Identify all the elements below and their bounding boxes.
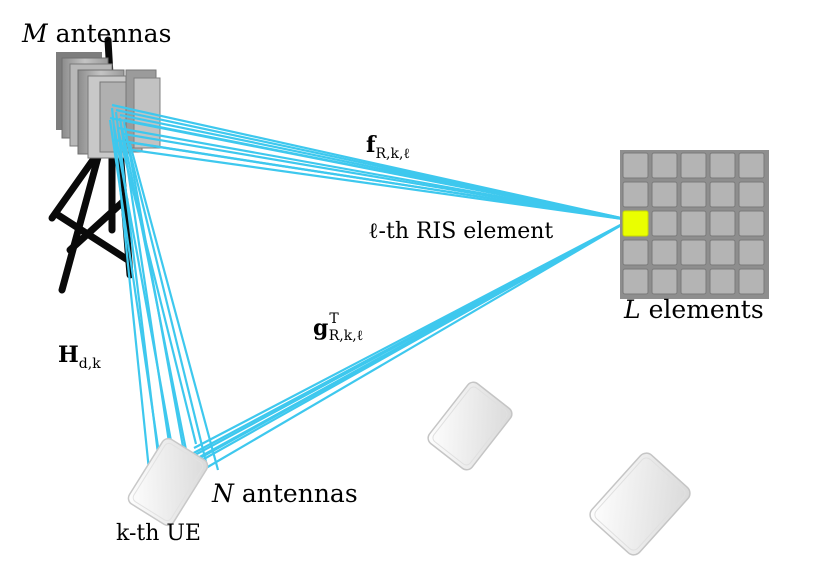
idle-ue-device-icon xyxy=(589,452,691,556)
ris-element xyxy=(709,239,736,266)
ris-element xyxy=(622,181,649,208)
ris-element xyxy=(738,181,765,208)
bs-ris-beam xyxy=(131,148,631,222)
channel-h-label: Hd,k xyxy=(58,342,101,372)
ris-element xyxy=(651,268,678,295)
ris-element xyxy=(651,239,678,266)
ris-element xyxy=(622,239,649,266)
direct-beam xyxy=(116,129,198,445)
direct-beam xyxy=(108,119,166,489)
ris-element xyxy=(738,210,765,237)
ris-ue-beam xyxy=(199,219,631,459)
ris-ue-beam xyxy=(205,219,631,469)
idle-ue-device-icon xyxy=(427,381,513,471)
bs-ris-beam xyxy=(109,116,631,222)
ris-ue-beam xyxy=(193,219,631,449)
direct-beam xyxy=(124,135,208,463)
ris-element xyxy=(651,181,678,208)
ris-element xyxy=(680,210,707,237)
ris-panel-icon xyxy=(620,150,769,299)
ris-element xyxy=(738,268,765,295)
ris-element xyxy=(680,239,707,266)
bs-ris-beams xyxy=(109,103,631,222)
direct-beam xyxy=(120,127,192,471)
bs-ris-beam xyxy=(123,132,631,222)
ris-element xyxy=(738,239,765,266)
direct-beam xyxy=(112,125,180,481)
ris-element xyxy=(622,152,649,179)
direct-beam xyxy=(128,143,220,471)
ris-element xyxy=(680,181,707,208)
ris-element-label: ℓ-th RIS element xyxy=(368,219,553,244)
bs-ris-beam xyxy=(113,138,631,222)
ris-element xyxy=(709,152,736,179)
ue-device-icon xyxy=(127,437,209,527)
ris-element xyxy=(651,152,678,179)
ris-element xyxy=(680,268,707,295)
ris-element xyxy=(680,152,707,179)
ue-label: k-th UE xyxy=(116,521,201,546)
ris-element xyxy=(622,268,649,295)
ris-element xyxy=(709,210,736,237)
channel-f-label: fR,k,ℓ xyxy=(366,132,410,162)
ris-element xyxy=(738,152,765,179)
ris-ue-beams xyxy=(169,219,631,479)
ris-element xyxy=(709,181,736,208)
ris-element xyxy=(651,210,678,237)
ris-element xyxy=(709,268,736,295)
antenna-panel-array xyxy=(56,52,161,159)
direct-beams xyxy=(108,107,220,489)
ris-element-highlighted xyxy=(622,210,649,237)
base-station-icon xyxy=(48,36,161,294)
